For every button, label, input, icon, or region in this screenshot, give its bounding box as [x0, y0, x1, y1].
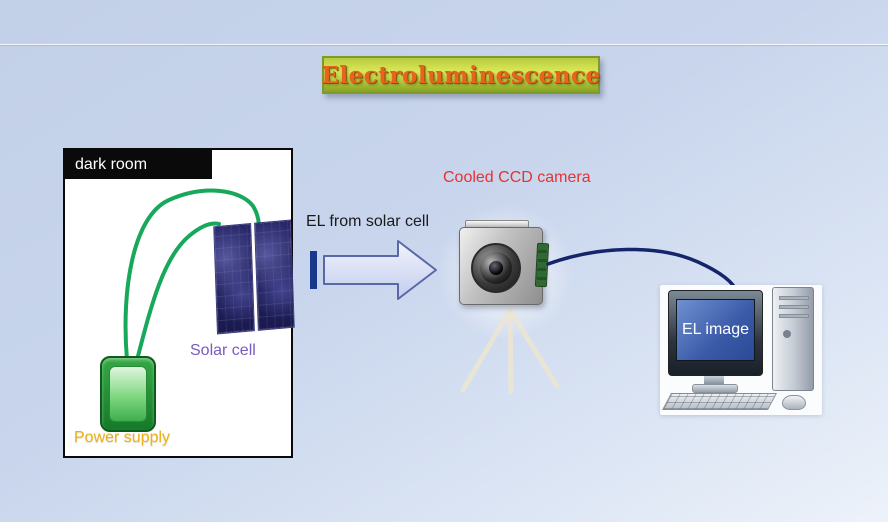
power-supply-body	[109, 366, 147, 422]
page-title: Electroluminescence	[321, 61, 601, 89]
solar-panel-left	[213, 223, 255, 335]
camera-lens-core	[489, 261, 503, 275]
el-arrow-label: EL from solar cell	[306, 213, 429, 230]
dark-room-box: dark room Solar cell Power supply	[63, 148, 295, 458]
solar-panel-right	[253, 219, 295, 331]
power-supply-icon	[100, 356, 156, 432]
tower-slot	[779, 305, 809, 309]
el-image-label: EL image	[682, 321, 749, 338]
tower-icon	[772, 287, 814, 391]
keyboard-icon	[662, 393, 778, 410]
dark-room-label: dark room	[65, 150, 212, 179]
computer-icon: EL image	[660, 285, 822, 415]
camera-cable-icon	[546, 247, 740, 296]
camera-label: Cooled CCD camera	[443, 169, 591, 186]
power-supply-label: Power supply	[74, 429, 171, 446]
tripod-icon	[460, 307, 560, 395]
tower-slot	[779, 314, 809, 318]
solar-cell-label: Solar cell	[190, 342, 256, 359]
tower-slot	[779, 296, 809, 300]
monitor-base	[692, 384, 738, 393]
title-banner: Electroluminescence	[321, 56, 601, 94]
tower-power-button	[783, 330, 791, 338]
mouse-icon	[782, 395, 806, 410]
top-divider-line	[0, 44, 888, 45]
emitter-bar-icon	[310, 251, 317, 289]
el-arrow-icon	[310, 240, 437, 300]
solar-cell-icon	[213, 219, 295, 335]
power-wires-icon	[123, 188, 261, 362]
monitor-icon: EL image	[668, 290, 763, 376]
monitor-screen: EL image	[676, 299, 755, 361]
monitor-neck	[704, 376, 724, 384]
